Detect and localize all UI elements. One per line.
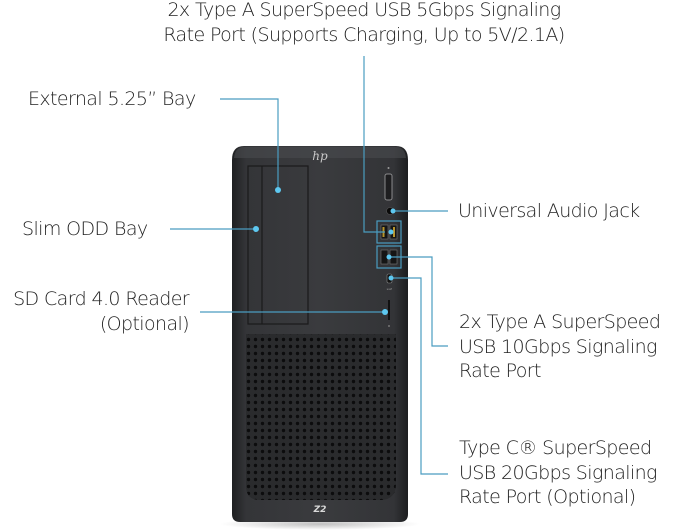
label-external-bay: External 5.25” Bay bbox=[28, 87, 196, 112]
callout-line-usb10 bbox=[389, 256, 448, 347]
label-usb10-line-1: 2x Type A SuperSpeed bbox=[459, 311, 661, 333]
label-usb10: 2x Type A SuperSpeed USB 10Gbps Signalin… bbox=[459, 310, 661, 384]
callout-dot-usb10 bbox=[386, 254, 392, 260]
usb-c-glyph: ss⇄ bbox=[387, 287, 393, 291]
label-usb5-line-1: 2x Type A SuperSpeed USB 5Gbps Signaling bbox=[167, 0, 561, 21]
label-usb-c: Type C® SuperSpeed USB 20Gbps Signaling … bbox=[459, 436, 657, 510]
callout-dot-slim-odd bbox=[253, 226, 259, 232]
label-usb-c-line-2: USB 20Gbps Signaling bbox=[459, 461, 657, 484]
callout-line-usb-c bbox=[391, 277, 448, 475]
label-usb5-line-2: Rate Port (Supports Charging, Up to 5V/2… bbox=[163, 23, 565, 46]
label-usb10-line-2: USB 10Gbps Signaling bbox=[459, 335, 657, 358]
label-slim-odd-text: Slim ODD Bay bbox=[22, 218, 148, 240]
sd-led bbox=[388, 325, 390, 327]
label-slim-odd: Slim ODD Bay bbox=[22, 217, 148, 242]
front-grille bbox=[246, 334, 396, 500]
callout-line-external-bay bbox=[220, 98, 279, 190]
callout-dot-usb-c bbox=[388, 275, 394, 281]
label-external-bay-text: External 5.25” Bay bbox=[28, 88, 196, 110]
label-sd-card: SD Card 4.0 Reader (Optional) bbox=[0, 287, 190, 336]
label-usb10-line-3: Rate Port bbox=[459, 360, 541, 382]
label-usb-c-line-3: Rate Port (Optional) bbox=[459, 486, 636, 508]
callout-dot-external-bay bbox=[275, 187, 281, 193]
model-badge: Z2 bbox=[313, 505, 327, 515]
label-sd-card-line-2: (Optional) bbox=[99, 312, 190, 335]
usb5-port-2-tab bbox=[393, 227, 395, 237]
callout-dot-usb5 bbox=[388, 229, 394, 235]
label-usb5: 2x Type A SuperSpeed USB 5Gbps Signaling… bbox=[140, 0, 588, 47]
callout-line-usb5 bbox=[363, 56, 385, 233]
power-button[interactable] bbox=[384, 173, 393, 201]
callout-dot-audio-jack bbox=[390, 208, 396, 214]
power-led bbox=[387, 167, 390, 169]
top-bevel bbox=[234, 147, 406, 158]
label-audio-jack-text: Universal Audio Jack bbox=[458, 200, 640, 222]
label-sd-card-line-1: SD Card 4.0 Reader bbox=[13, 288, 190, 310]
hp-logo: hp bbox=[312, 149, 328, 163]
label-usb-c-line-1: Type C® SuperSpeed bbox=[459, 437, 652, 459]
label-audio-jack: Universal Audio Jack bbox=[458, 199, 640, 224]
callout-dot-sd-card bbox=[382, 309, 388, 315]
